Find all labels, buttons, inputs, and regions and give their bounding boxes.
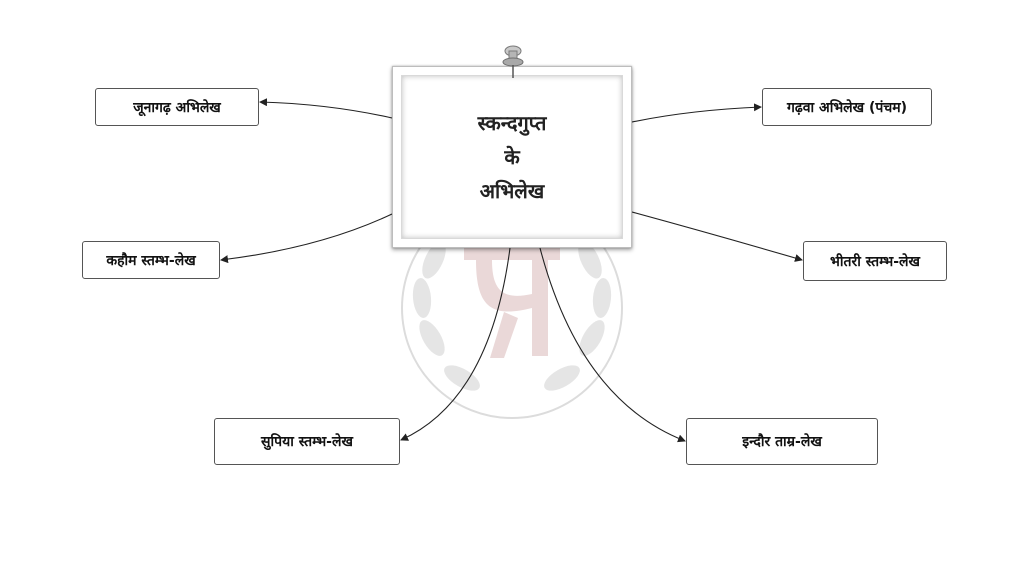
node-bhitari-pillar-inscription[interactable]: भीतरी स्तम्भ-लेख [803,241,947,281]
node-supiya-pillar-inscription[interactable]: सुपिया स्तम्भ-लेख [214,418,400,465]
center-topic-card[interactable]: स्कन्दगुप्त के अभिलेख [392,66,632,248]
connector-kahaum [220,213,393,264]
pushpin-icon [502,45,524,78]
connector-gadhwa [631,103,762,123]
connector-supiya [400,247,511,441]
connector-indore [539,247,686,443]
node-kahaum-pillar-inscription[interactable]: कहौम स्तम्भ-लेख [82,241,220,279]
center-title-line-1: स्कन्दगुप्त [477,111,547,135]
connector-junagadh [259,98,393,119]
connector-bhitari [631,211,803,262]
center-title-line-3: अभिलेख [479,179,545,203]
center-title-line-2: के [504,145,520,169]
center-topic-inner: स्कन्दगुप्त के अभिलेख [401,75,623,239]
node-indore-copper-plate[interactable]: इन्दौर ताम्र-लेख [686,418,878,465]
node-gadhwa-inscription[interactable]: गढ़वा अभिलेख (पंचम) [762,88,932,126]
node-junagadh-inscription[interactable]: जूनागढ़ अभिलेख [95,88,259,126]
